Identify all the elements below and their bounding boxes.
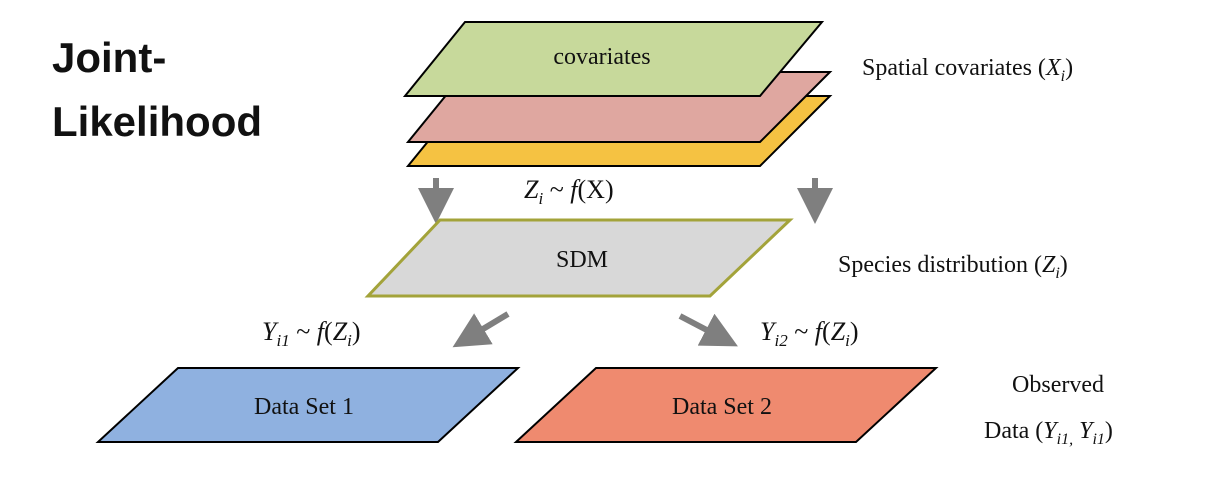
covariate-layer-green bbox=[402, 21, 825, 97]
equation-z: Zi ~ f(X) bbox=[524, 175, 614, 208]
arrow-sdm-to-dataset2 bbox=[678, 313, 738, 347]
equation-y2: Yi2 ~ f(Zi) bbox=[760, 317, 859, 350]
title-line-1: Joint- bbox=[52, 34, 166, 81]
spatial-covariates-label: Spatial covariates (Xi) bbox=[862, 55, 1073, 85]
dataset1-layer bbox=[95, 367, 521, 443]
observed-label-line-1: Observed bbox=[1012, 372, 1104, 398]
covariates-label: covariates bbox=[553, 44, 650, 70]
equation-y1: Yi1 ~ f(Zi) bbox=[262, 317, 361, 350]
sdm-layer bbox=[364, 218, 794, 298]
dataset1-label: Data Set 1 bbox=[254, 394, 354, 420]
dataset2-layer bbox=[513, 367, 939, 443]
species-distribution-label: Species distribution (Zi) bbox=[838, 252, 1068, 282]
arrow-sdm-to-dataset1 bbox=[452, 311, 510, 348]
observed-label-line-2: Data (Yi1, Yi1) bbox=[984, 418, 1113, 448]
sdm-label: SDM bbox=[556, 247, 608, 273]
dataset2-label: Data Set 2 bbox=[672, 394, 772, 420]
title-line-2: Likelihood bbox=[52, 98, 262, 145]
